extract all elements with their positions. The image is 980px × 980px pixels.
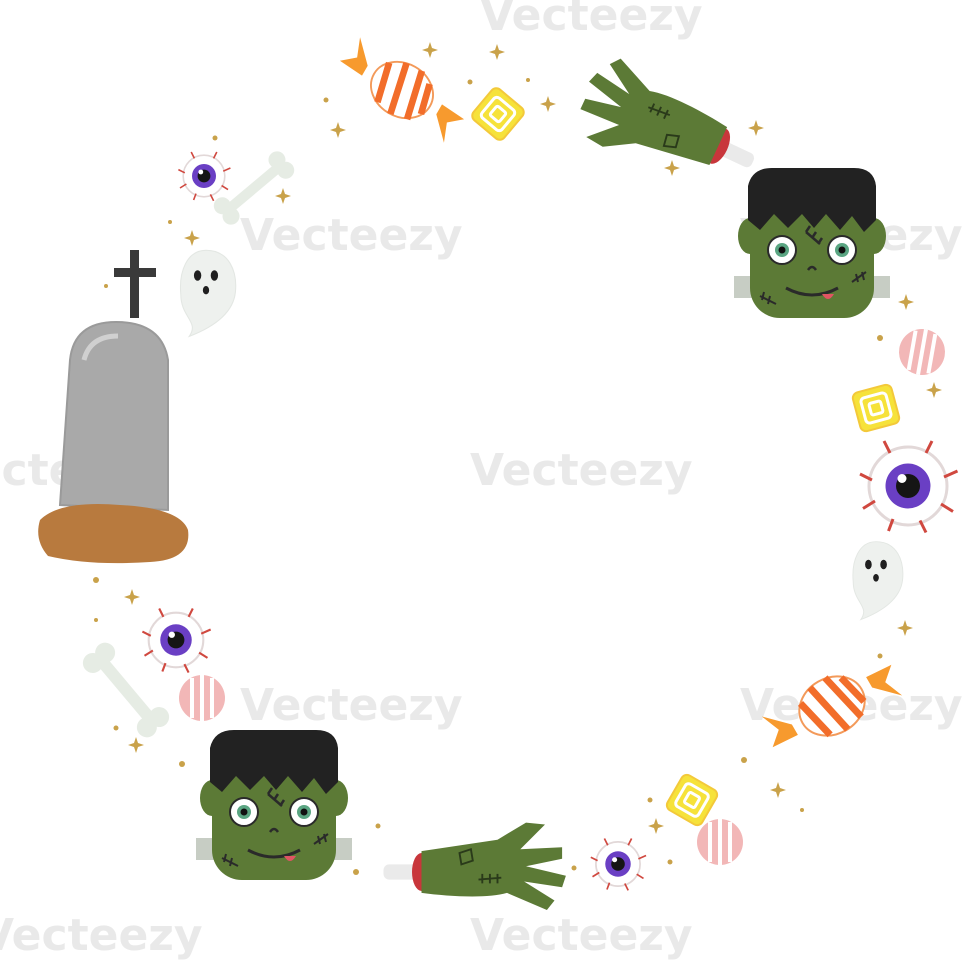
eyeball-icon	[858, 439, 959, 534]
eyeball-icon	[177, 151, 232, 202]
striped-round-candy-icon	[177, 673, 227, 723]
square-candy-icon	[468, 84, 528, 144]
watermark-text: Vecteezy	[480, 0, 703, 41]
wrapped-candy-icon	[329, 33, 474, 147]
frankenstein-head-icon	[194, 728, 354, 882]
watermark-text: Vecteezy	[240, 680, 463, 731]
ghost-icon	[179, 249, 237, 337]
watermark-text: Vecteezy	[470, 910, 693, 961]
frankenstein-head-icon	[732, 166, 892, 320]
striped-round-candy-icon	[695, 817, 745, 867]
striped-round-candy-icon	[893, 323, 951, 381]
square-candy-icon	[663, 771, 721, 829]
zombie-hand-icon	[565, 49, 770, 208]
zombie-hand-icon	[382, 821, 567, 911]
eyeball-icon	[141, 607, 212, 674]
tombstone-icon	[38, 250, 189, 564]
watermark-text: Vecteezy	[470, 445, 693, 496]
watermark-text: Vecteezy	[0, 910, 203, 961]
square-candy-icon	[850, 382, 902, 434]
watermark-text: Vecteezy	[240, 210, 463, 261]
ghost-icon	[852, 541, 904, 621]
eyeball-icon	[589, 837, 647, 892]
